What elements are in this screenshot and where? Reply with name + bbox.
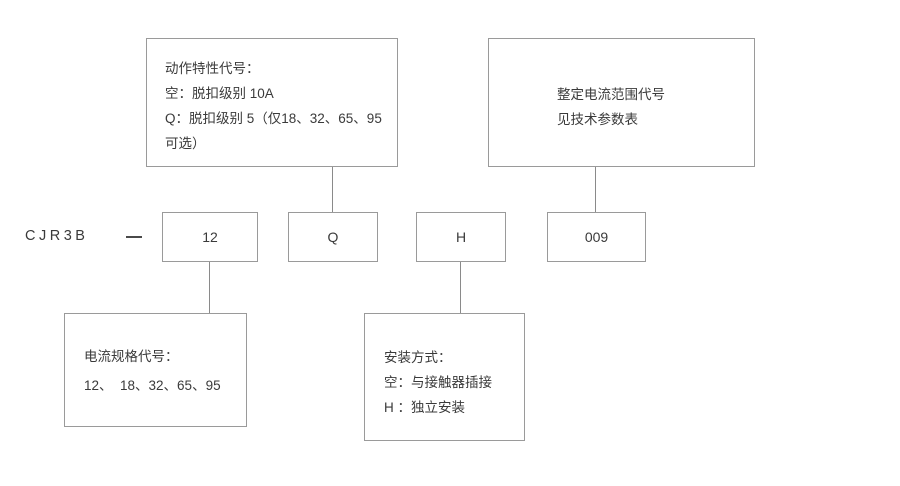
current-rating-note-box xyxy=(64,313,247,427)
code-box-trip-class[interactable]: Q xyxy=(288,212,378,262)
trip-characteristic-note-line-3: Q：脱扣级别 5（仅18、32、65、95 xyxy=(165,111,382,126)
current-range-note-box xyxy=(488,38,755,167)
trip-characteristic-note-line-1: 动作特性代号： xyxy=(165,61,260,76)
current-range-note-line-2: 见技术参数表 xyxy=(557,112,638,127)
mounting-note-line-1: 安装方式： xyxy=(384,350,452,365)
mounting-note-line-3: H ：独立安装 xyxy=(384,400,465,415)
connector-current-range-to-009 xyxy=(595,167,596,212)
connector-12-to-current-rating-note xyxy=(209,262,210,313)
trip-characteristic-note-line-2: 空：脱扣级别 10A xyxy=(165,86,274,101)
current-rating-note-line-1: 电流规格代号： xyxy=(84,349,179,364)
connector-trip-characteristic-to-q xyxy=(332,167,333,212)
separator-dash xyxy=(126,236,142,238)
code-box-current-rating[interactable]: 12 xyxy=(162,212,258,262)
code-box-current-rating-value: 12 xyxy=(202,229,218,245)
code-box-current-range[interactable]: 009 xyxy=(547,212,646,262)
mounting-note-box xyxy=(364,313,525,441)
code-box-current-range-value: 009 xyxy=(584,229,609,245)
trip-characteristic-note-line-4: 可选） xyxy=(165,136,206,151)
current-rating-note-line-2: 12、 18、32、65、95 xyxy=(84,378,221,393)
code-box-trip-class-value: Q xyxy=(327,229,339,245)
current-range-note-line-1: 整定电流范围代号 xyxy=(557,87,665,102)
connector-h-to-mounting-note xyxy=(460,262,461,313)
code-box-mounting-value: H xyxy=(455,229,467,245)
trip-characteristic-note-box xyxy=(146,38,398,167)
mounting-note-line-2: 空：与接触器插接 xyxy=(384,375,492,390)
code-box-mounting[interactable]: H xyxy=(416,212,506,262)
series-label: CJR3B xyxy=(25,228,89,244)
